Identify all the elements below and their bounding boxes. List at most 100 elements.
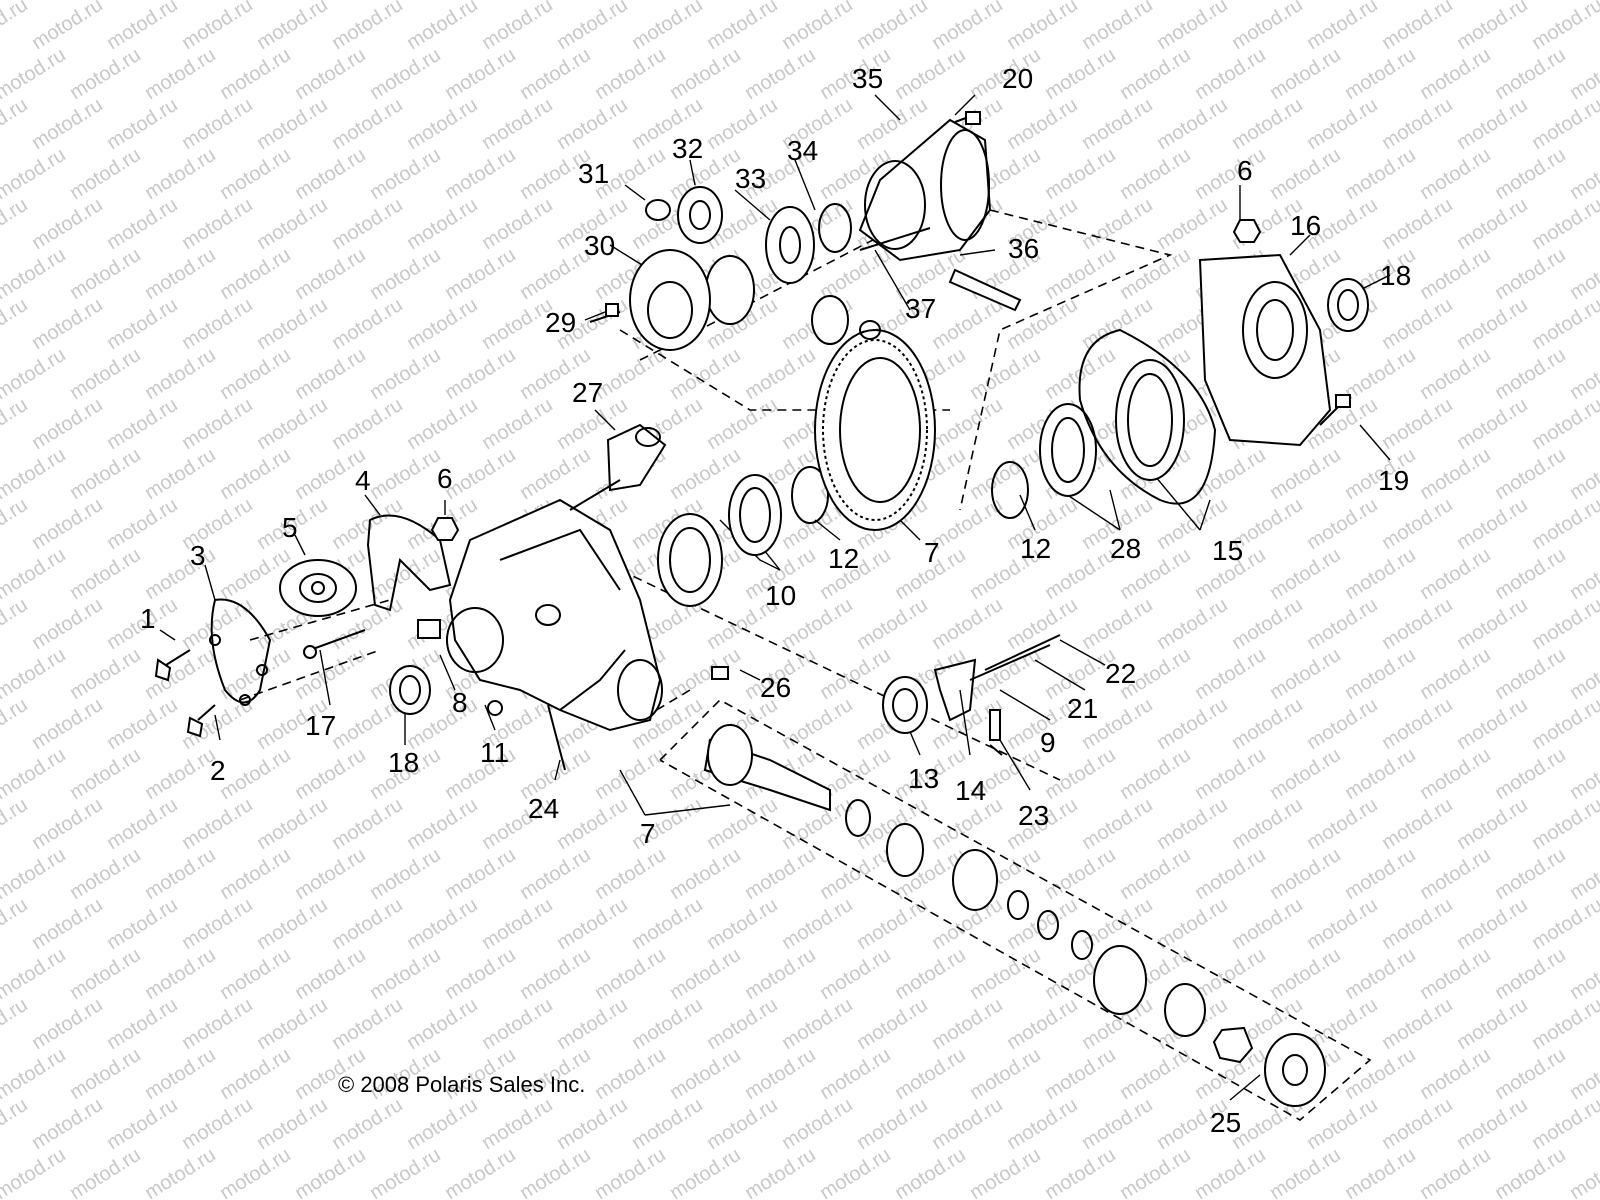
watermark-text: motod.ru bbox=[66, 44, 145, 104]
watermark-text: motod.ru bbox=[1341, 1144, 1420, 1200]
watermark-text: motod.ru bbox=[1528, 494, 1600, 554]
watermark-text: motod.ru bbox=[1191, 444, 1270, 504]
watermark-text: motod.ru bbox=[1416, 1144, 1495, 1200]
callout-12-right: 12 bbox=[1020, 533, 1051, 564]
watermark-text: motod.ru bbox=[441, 444, 520, 504]
watermark-text: motod.ru bbox=[1191, 644, 1270, 704]
watermark-text: motod.ru bbox=[1378, 394, 1457, 454]
watermark-text: motod.ru bbox=[1491, 1044, 1570, 1104]
watermark-text: motod.ru bbox=[141, 1144, 220, 1200]
callout-21: 21 bbox=[1067, 693, 1098, 724]
spring-part-9 bbox=[989, 709, 1001, 741]
watermark-text: motod.ru bbox=[216, 944, 295, 1004]
watermark-text: motod.ru bbox=[1041, 844, 1120, 904]
watermark-text: motod.ru bbox=[1566, 1144, 1600, 1200]
bearing-part-28 bbox=[1039, 359, 1185, 497]
pinion-gear-part-32 bbox=[677, 186, 723, 244]
watermark-text: motod.ru bbox=[0, 144, 70, 204]
watermark-text: motod.ru bbox=[0, 394, 32, 454]
watermark-text: motod.ru bbox=[1303, 894, 1382, 954]
watermark-text: motod.ru bbox=[141, 944, 220, 1004]
watermark-text: motod.ru bbox=[1116, 1044, 1195, 1104]
watermark-text: motod.ru bbox=[0, 194, 32, 254]
watermark-text: motod.ru bbox=[1191, 744, 1270, 804]
callout-18-left: 18 bbox=[388, 747, 419, 778]
watermark-text: motod.ru bbox=[66, 944, 145, 1004]
watermark-text: motod.ru bbox=[1528, 894, 1600, 954]
watermark-text: motod.ru bbox=[1041, 144, 1120, 204]
watermark-text: motod.ru bbox=[141, 444, 220, 504]
watermark-text: motod.ru bbox=[1303, 594, 1382, 654]
watermark-text: motod.ru bbox=[291, 144, 370, 204]
watermark-text: motod.ru bbox=[0, 1044, 70, 1104]
callout-19: 19 bbox=[1378, 465, 1409, 496]
stud-part-17 bbox=[303, 629, 366, 659]
watermark-text: motod.ru bbox=[1041, 244, 1120, 304]
watermark-text: motod.ru bbox=[103, 1094, 182, 1154]
watermark-text: motod.ru bbox=[891, 44, 970, 104]
watermark-text: motod.ru bbox=[291, 744, 370, 804]
watermark-text: motod.ru bbox=[666, 1044, 745, 1104]
watermark-text: motod.ru bbox=[1453, 594, 1532, 654]
watermark-text: motod.ru bbox=[1528, 1094, 1600, 1154]
watermark-text: motod.ru bbox=[403, 1094, 482, 1154]
watermark-text: motod.ru bbox=[28, 894, 107, 954]
pin-part-24 bbox=[547, 704, 566, 771]
watermark-text: motod.ru bbox=[216, 444, 295, 504]
watermark-text: motod.ru bbox=[1003, 1194, 1082, 1200]
pin-part-23 bbox=[989, 744, 1003, 756]
watermark-text: motod.ru bbox=[1303, 494, 1382, 554]
watermark-text: motod.ru bbox=[1341, 544, 1420, 604]
watermark-text: motod.ru bbox=[328, 794, 407, 854]
watermark-text: motod.ru bbox=[0, 744, 70, 804]
watermark-text: motod.ru bbox=[1453, 1094, 1532, 1154]
callout-3: 3 bbox=[190, 540, 206, 571]
bolt-part-2 bbox=[186, 704, 216, 738]
watermark-text: motod.ru bbox=[1453, 894, 1532, 954]
watermark-text: motod.ru bbox=[966, 1044, 1045, 1104]
watermark-text: motod.ru bbox=[66, 444, 145, 504]
watermark-text: motod.ru bbox=[1341, 644, 1420, 704]
callout-12-left: 12 bbox=[828, 543, 859, 574]
watermark-text: motod.ru bbox=[1378, 794, 1457, 854]
watermark-text: motod.ru bbox=[403, 194, 482, 254]
watermark-text: motod.ru bbox=[703, 1094, 782, 1154]
watermark-text: motod.ru bbox=[1191, 144, 1270, 204]
watermark-text: motod.ru bbox=[66, 144, 145, 204]
callout-22: 22 bbox=[1105, 658, 1136, 689]
callout-25: 25 bbox=[1210, 1107, 1241, 1138]
watermark-text: motod.ru bbox=[366, 544, 445, 604]
callout-7-pinion: 7 bbox=[640, 818, 656, 849]
watermark-text: motod.ru bbox=[1528, 694, 1600, 754]
watermark-text: motod.ru bbox=[103, 0, 182, 54]
watermark-text: motod.ru bbox=[1378, 494, 1457, 554]
watermark-text: motod.ru bbox=[1303, 0, 1382, 54]
watermark-text: motod.ru bbox=[441, 44, 520, 104]
flange-part-5 bbox=[279, 559, 357, 617]
main-housing bbox=[446, 498, 663, 732]
watermark-text: motod.ru bbox=[1153, 594, 1232, 654]
watermark-text: motod.ru bbox=[928, 294, 1007, 354]
watermark-text: motod.ru bbox=[0, 494, 32, 554]
watermark-text: motod.ru bbox=[178, 0, 257, 54]
callout-34: 34 bbox=[787, 135, 818, 166]
watermark-text: motod.ru bbox=[28, 94, 107, 154]
watermark-text: motod.ru bbox=[141, 244, 220, 304]
watermark-text: motod.ru bbox=[66, 344, 145, 404]
watermark-text: motod.ru bbox=[178, 394, 257, 454]
watermark-text: motod.ru bbox=[103, 994, 182, 1054]
watermark-text: motod.ru bbox=[1416, 944, 1495, 1004]
watermark-text: motod.ru bbox=[703, 394, 782, 454]
watermark-text: motod.ru bbox=[216, 344, 295, 404]
bearing-part-10 bbox=[657, 474, 782, 607]
watermark-text: motod.ru bbox=[28, 1194, 107, 1200]
watermark-text: motod.ru bbox=[328, 194, 407, 254]
watermark-text: motod.ru bbox=[178, 1194, 257, 1200]
watermark-text: motod.ru bbox=[1453, 494, 1532, 554]
watermark-text: motod.ru bbox=[178, 94, 257, 154]
watermark-text: motod.ru bbox=[1116, 44, 1195, 104]
nut-part-6-right bbox=[1232, 219, 1262, 243]
nut-part-6 bbox=[430, 517, 460, 541]
watermark-text: motod.ru bbox=[1528, 194, 1600, 254]
watermark-text: motod.ru bbox=[1453, 694, 1532, 754]
